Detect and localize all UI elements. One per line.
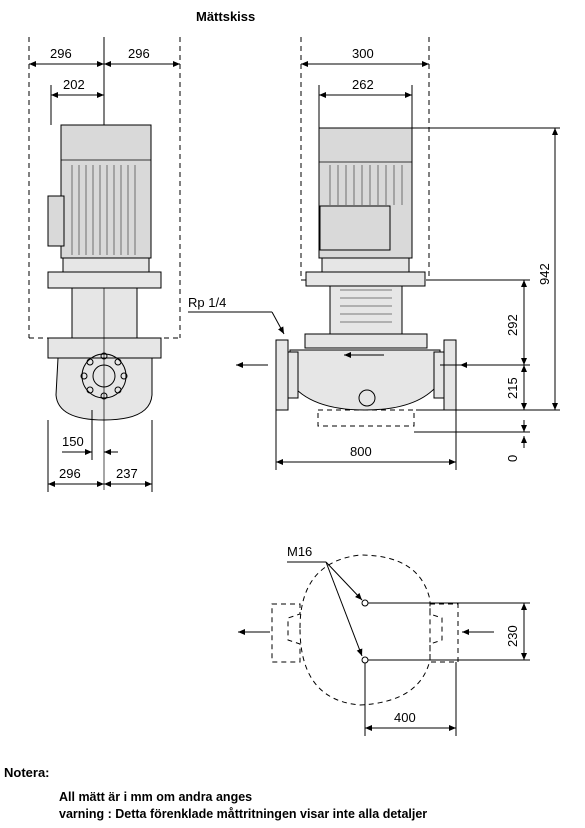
dim-front-base-right: 237 [116,466,138,481]
label-bolt-thread: M16 [287,544,312,559]
dim-plan-bolt-spacing: 230 [505,625,520,647]
dim-side-port-to-port: 800 [350,444,372,459]
notes-heading: Notera: [4,765,50,780]
dim-side-inlet-height: 215 [505,377,520,399]
plan-view: M16 230 400 [238,544,530,736]
dim-side-motor-width: 262 [352,77,374,92]
label-pressure-port: Rp 1/4 [188,295,226,310]
drawing-title: Mättskiss [196,9,256,24]
dim-front-flange-offset: 150 [62,434,84,449]
note-warning: varning : Detta förenklade måttritningen… [59,807,428,821]
side-view: 300 262 [188,37,560,470]
dim-front-left-width: 296 [50,46,72,61]
dim-front-base-left: 296 [59,466,81,481]
dim-side-zero: 0 [505,455,520,462]
motor-front [60,124,152,259]
dim-front-right-width: 296 [128,46,150,61]
dim-plan-center-offset: 400 [394,710,416,725]
dim-side-total-height: 942 [537,263,552,285]
dim-front-motor-half: 202 [63,77,85,92]
dim-side-total-width: 300 [352,46,374,61]
note-units: All mätt är i mm om andra anges [59,790,253,804]
dim-side-upper-height: 292 [505,314,520,336]
front-view: 296 296 202 [28,37,181,492]
